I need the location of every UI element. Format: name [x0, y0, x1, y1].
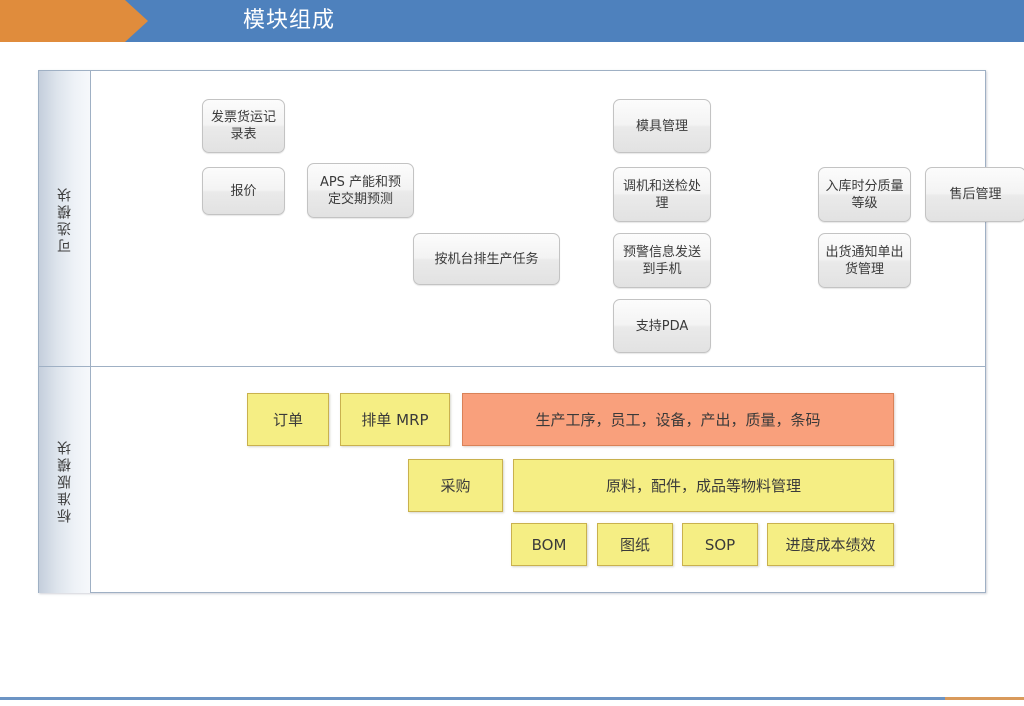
header-banner: 模块组成 [0, 0, 1024, 42]
standard-module-box-5[interactable]: 原料，配件，成品等物料管理 [513, 459, 894, 512]
optional-module-box-6[interactable]: 调机和送检处理 [613, 167, 711, 222]
module-composition-diagram: 可选模块 发票货运记录表报价 APS 产能和预定交期预测按机台排生产任务 模具管理调… [38, 70, 1024, 593]
standard-module-box-3[interactable]: 生产工序，员工，设备，产出，质量，条码 [462, 393, 894, 446]
standard-module-box-8[interactable]: SOP [682, 523, 758, 566]
optional-module-box-1[interactable]: 发票货运记录表 [202, 99, 285, 153]
header-arrow-shape [0, 0, 148, 42]
standard-module-box-2[interactable]: 排单 MRP [340, 393, 450, 446]
optional-module-box-3[interactable]: APS 产能和预定交期预测 [307, 163, 414, 218]
band-label-standard-modules-text: 标准版模块 [56, 437, 73, 523]
band-label-optional-modules-text: 可选模块 [56, 184, 73, 253]
optional-module-box-11[interactable]: 出货通知单出货管理 [818, 233, 911, 288]
optional-module-box-2[interactable]: 报价 [202, 167, 285, 215]
optional-module-box-5[interactable]: 模具管理 [613, 99, 711, 153]
optional-modules-body: 发票货运记录表报价 APS 产能和预定交期预测按机台排生产任务 模具管理调机和送检处… [92, 71, 1024, 366]
footer-rule-blue [0, 697, 945, 700]
band-optional-modules: 可选模块 发票货运记录表报价 APS 产能和预定交期预测按机台排生产任务 模具管理调… [39, 71, 1024, 367]
footer-rule-orange [945, 697, 1024, 700]
standard-module-box-4[interactable]: 采购 [408, 459, 503, 512]
standard-module-box-1[interactable]: 订单 [247, 393, 329, 446]
standard-module-box-9[interactable]: 进度成本绩效 [767, 523, 894, 566]
optional-module-box-9[interactable]: 入库时分质量等级 [818, 167, 911, 222]
slide-title: 模块组成 [243, 8, 336, 33]
optional-module-box-10[interactable]: 售后管理 [925, 167, 1024, 222]
band-label-standard-modules: 标准版模块 [39, 367, 91, 593]
standard-module-box-6[interactable]: BOM [511, 523, 587, 566]
optional-module-box-4[interactable]: 按机台排生产任务 [413, 233, 560, 285]
optional-module-box-7[interactable]: 预警信息发送到手机 [613, 233, 711, 288]
optional-module-box-8[interactable]: 支持PDA [613, 299, 711, 353]
band-label-optional-modules: 可选模块 [39, 71, 91, 366]
standard-module-box-7[interactable]: 图纸 [597, 523, 673, 566]
